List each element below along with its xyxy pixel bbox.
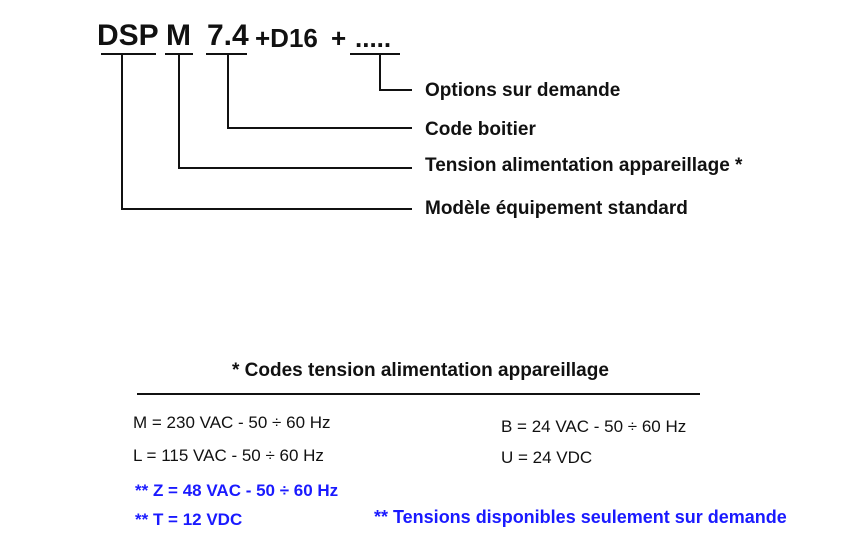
code-boitier: 7.4 xyxy=(207,19,249,52)
spec-on-demand-1: ** Z = 48 VAC - 50 ÷ 60 Hz xyxy=(135,481,339,500)
code-m: M xyxy=(166,19,191,52)
voltage-codes-title: * Codes tension alimentation appareillag… xyxy=(232,360,609,381)
label-options: Options sur demande xyxy=(425,80,621,101)
spec-right-1: B = 24 VAC - 50 ÷ 60 Hz xyxy=(501,417,687,436)
label-modele: Modèle équipement standard xyxy=(425,198,688,219)
code-dots: ..... xyxy=(355,23,392,53)
code-dsp: DSP xyxy=(97,19,159,52)
spec-right-2: U = 24 VDC xyxy=(501,448,593,467)
code-plus-d16: +D16 xyxy=(255,23,318,53)
code-plus: + xyxy=(331,23,347,53)
spec-on-demand-2: ** T = 12 VDC xyxy=(135,510,243,529)
on-demand-note: ** Tensions disponibles seulement sur de… xyxy=(374,507,787,527)
spec-left-2: L = 115 VAC - 50 ÷ 60 Hz xyxy=(133,446,324,465)
label-tension: Tension alimentation appareillage * xyxy=(425,155,743,176)
spec-left-1: M = 230 VAC - 50 ÷ 60 Hz xyxy=(133,413,331,432)
label-code-boitier: Code boitier xyxy=(425,119,536,140)
